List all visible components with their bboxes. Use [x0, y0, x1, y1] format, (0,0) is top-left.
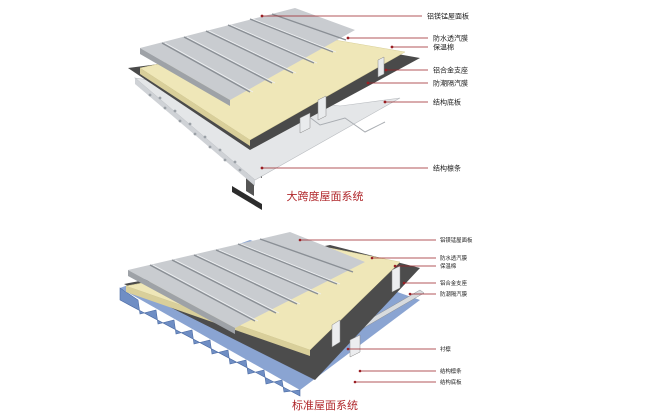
- aluminium-clips: [299, 56, 385, 134]
- large-span-labels: 铝镁锰屋面板 防水透汽膜 保温棉 铝合金支座 防潮隔汽膜 结构底板 结构檩条: [260, 12, 469, 173]
- label-roof-panel: 铝镁锰屋面板: [427, 12, 469, 21]
- label-breathable-membrane: 防水透汽膜: [433, 34, 468, 43]
- label-breathable-membrane-2: 防水透汽膜: [440, 254, 468, 262]
- label-structural-purlin-2: 结构檩条: [440, 367, 462, 375]
- metal-roof-panels-2: [128, 232, 365, 334]
- aluminium-clips-2: [331, 265, 401, 358]
- label-structural-deck-2: 结构底板: [440, 378, 462, 386]
- label-sub-purlin: 衬檩: [440, 345, 451, 353]
- label-structural-purlin: 结构檩条: [433, 164, 461, 173]
- metal-roof-panels: [140, 8, 355, 106]
- label-aluminium-support-2: 铝合金支座: [440, 279, 468, 287]
- standard-labels: 铝镁锰屋面板 防水透汽膜 保温棉 铝合金支座 防潮隔汽膜 衬檩 结构檩条 结构底…: [298, 236, 473, 386]
- caption-large-span: 大跨度屋面系统: [287, 189, 364, 203]
- label-aluminium-support: 铝合金支座: [433, 66, 468, 75]
- large-span-roof-illustration: [128, 8, 420, 210]
- label-vapour-barrier-2: 防潮隔汽膜: [440, 290, 468, 298]
- label-roof-panel-2: 铝镁锰屋面板: [440, 236, 473, 244]
- label-insulation-2: 保温棉: [440, 262, 456, 270]
- label-vapour-barrier: 防潮隔汽膜: [433, 79, 468, 88]
- standard-roof-illustration: [119, 232, 425, 397]
- label-structural-deck: 结构底板: [433, 98, 461, 107]
- label-insulation: 保温棉: [433, 43, 454, 52]
- caption-standard: 标准屋面系统: [292, 398, 358, 412]
